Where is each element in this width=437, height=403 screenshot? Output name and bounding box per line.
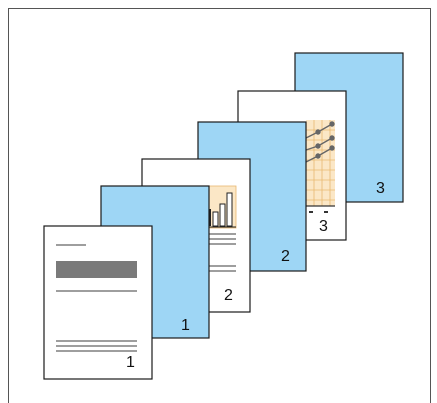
line-chart-thumbnail — [306, 120, 335, 213]
page-2-number: 2 — [224, 287, 233, 304]
bar-chart-thumbnail — [206, 186, 236, 228]
separator-1-number: 1 — [181, 317, 190, 334]
separator-3-number: 3 — [376, 180, 385, 197]
document-page-1: 1 — [44, 226, 152, 379]
separator-2-number: 2 — [281, 248, 290, 265]
page-1-number: 1 — [126, 354, 135, 371]
page-1-title-bar — [56, 261, 137, 278]
page-3-number: 3 — [319, 218, 328, 235]
